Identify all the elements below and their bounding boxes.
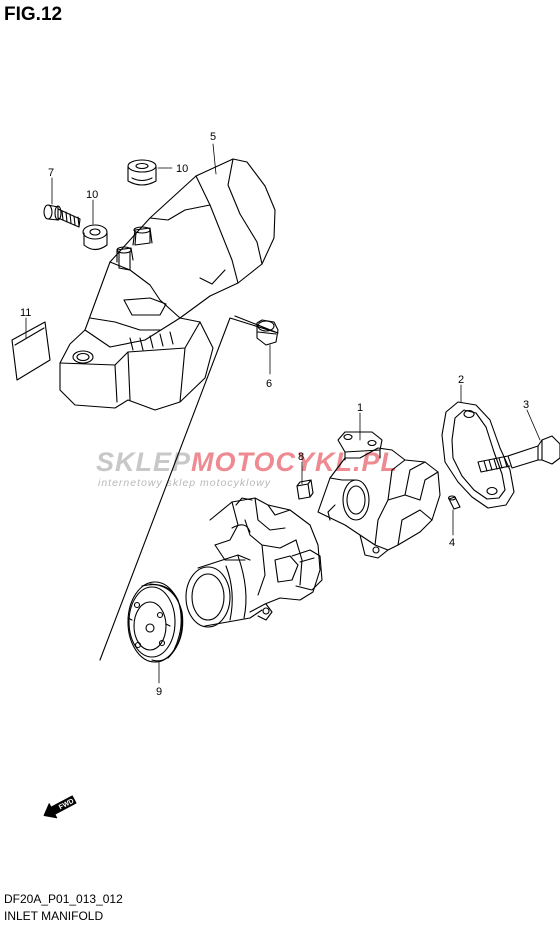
grommet-part: [82, 224, 108, 251]
callout-10-upper: 10: [176, 163, 188, 175]
callout-5: 5: [210, 131, 216, 143]
callout-11: 11: [20, 307, 31, 319]
pulley-part-9: [127, 581, 184, 663]
diagram-code: DF20A_P01_013_012: [4, 892, 123, 906]
leader-lines: [25, 143, 541, 684]
callout-8: 8: [298, 451, 304, 463]
callout-4: 4: [449, 537, 455, 549]
callout-1: 1: [357, 402, 363, 414]
callout-10: 10: [86, 189, 98, 201]
label-plate-part-11: [11, 321, 51, 381]
fwd-arrow-icon: FWD: [43, 795, 77, 819]
callout-6: 6: [266, 378, 272, 390]
clip-part-8: [296, 479, 314, 500]
diagram-caption: INLET MANIFOLD: [4, 909, 104, 923]
silencer-case-part: [59, 158, 276, 411]
bolt-part-7: [43, 204, 81, 228]
bolt-part-3: [477, 435, 560, 473]
throttle-body-part: [185, 497, 323, 628]
callout-7: 7: [48, 167, 54, 179]
watermark-part1: SKLEP: [96, 447, 191, 477]
callout-numbers: 5 7 10 10 11 6 1 2 3 8 4 9: [20, 131, 529, 698]
grommet-upper-part: [127, 159, 157, 186]
callout-9: 9: [156, 686, 162, 698]
watermark-part2: MOTOCYKL.PL: [191, 447, 398, 477]
inlet-manifold-part-1: [317, 431, 441, 559]
fwd-label: FWD: [58, 798, 75, 812]
watermark: SKLEPMOTOCYKL.PL internetowy sklep motoc…: [96, 447, 398, 489]
gasket-part-2: [441, 401, 515, 509]
callout-3: 3: [523, 399, 529, 411]
figure-title: FIG.12: [4, 4, 63, 25]
callout-2: 2: [458, 374, 464, 386]
watermark-text: SKLEPMOTOCYKL.PL: [96, 447, 398, 477]
watermark-subtitle: internetowy sklep motocyklowy: [98, 477, 271, 489]
plug-part-6: [256, 319, 279, 346]
dowel-pin-part-4: [447, 495, 461, 510]
